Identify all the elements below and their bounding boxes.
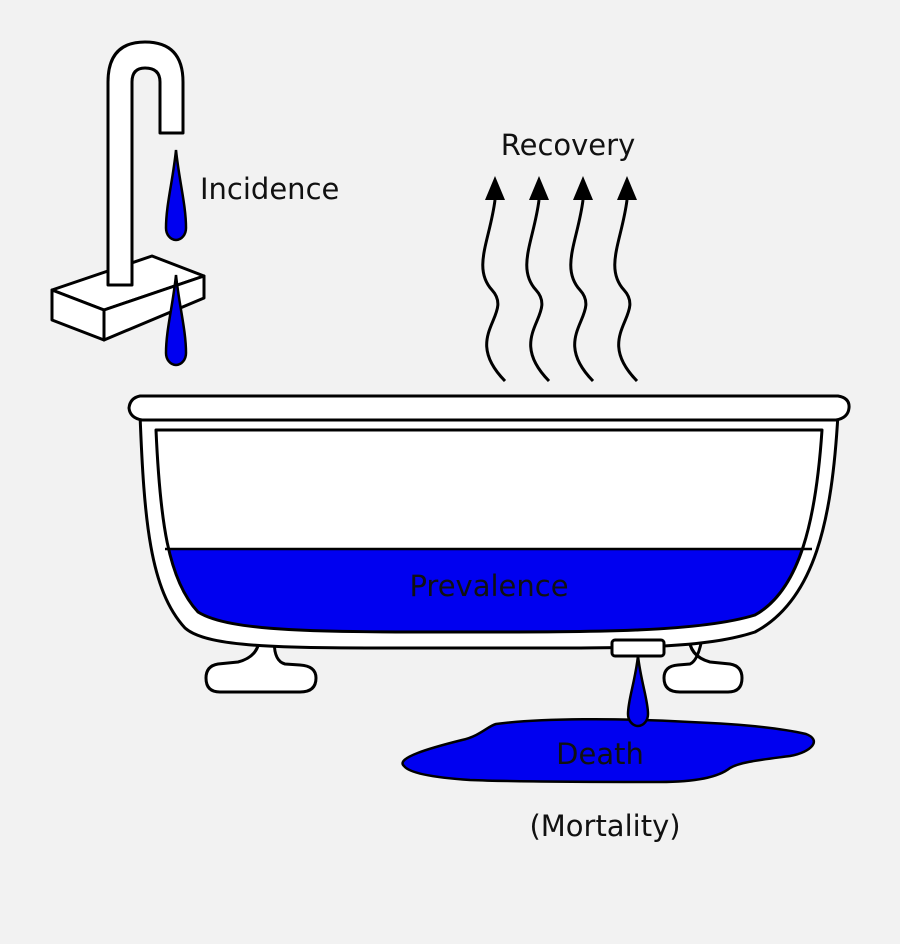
bathtub	[127, 394, 851, 694]
incidence-label: Incidence	[200, 172, 339, 206]
recovery-arrows	[481, 199, 639, 383]
tub-inner-outline	[154, 428, 824, 634]
recovery-arrow-2	[525, 199, 551, 383]
mortality-label: (Mortality)	[529, 809, 680, 843]
death-puddle	[401, 717, 816, 784]
recovery-arrowheads	[485, 176, 637, 200]
incidence-drop-lower	[164, 274, 188, 367]
arrowhead-1	[485, 176, 505, 200]
tub-drain	[610, 638, 666, 658]
incidence-drop-upper	[164, 149, 188, 242]
prevalence-water	[156, 549, 822, 632]
death-drop	[626, 655, 650, 728]
arrowhead-3	[573, 176, 593, 200]
prevalence-label: Prevalence	[409, 569, 568, 603]
tub-foot-left	[204, 623, 318, 694]
tub-foot-right	[662, 623, 744, 694]
faucet-pipe	[106, 40, 185, 287]
recovery-arrow-1	[481, 199, 507, 383]
arrowhead-4	[617, 176, 637, 200]
recovery-label: Recovery	[501, 128, 635, 162]
recovery-arrow-3	[569, 199, 595, 383]
death-label: Death	[556, 737, 644, 771]
recovery-arrow-4	[613, 199, 639, 383]
arrowhead-2	[529, 176, 549, 200]
tub-rim	[127, 394, 851, 422]
